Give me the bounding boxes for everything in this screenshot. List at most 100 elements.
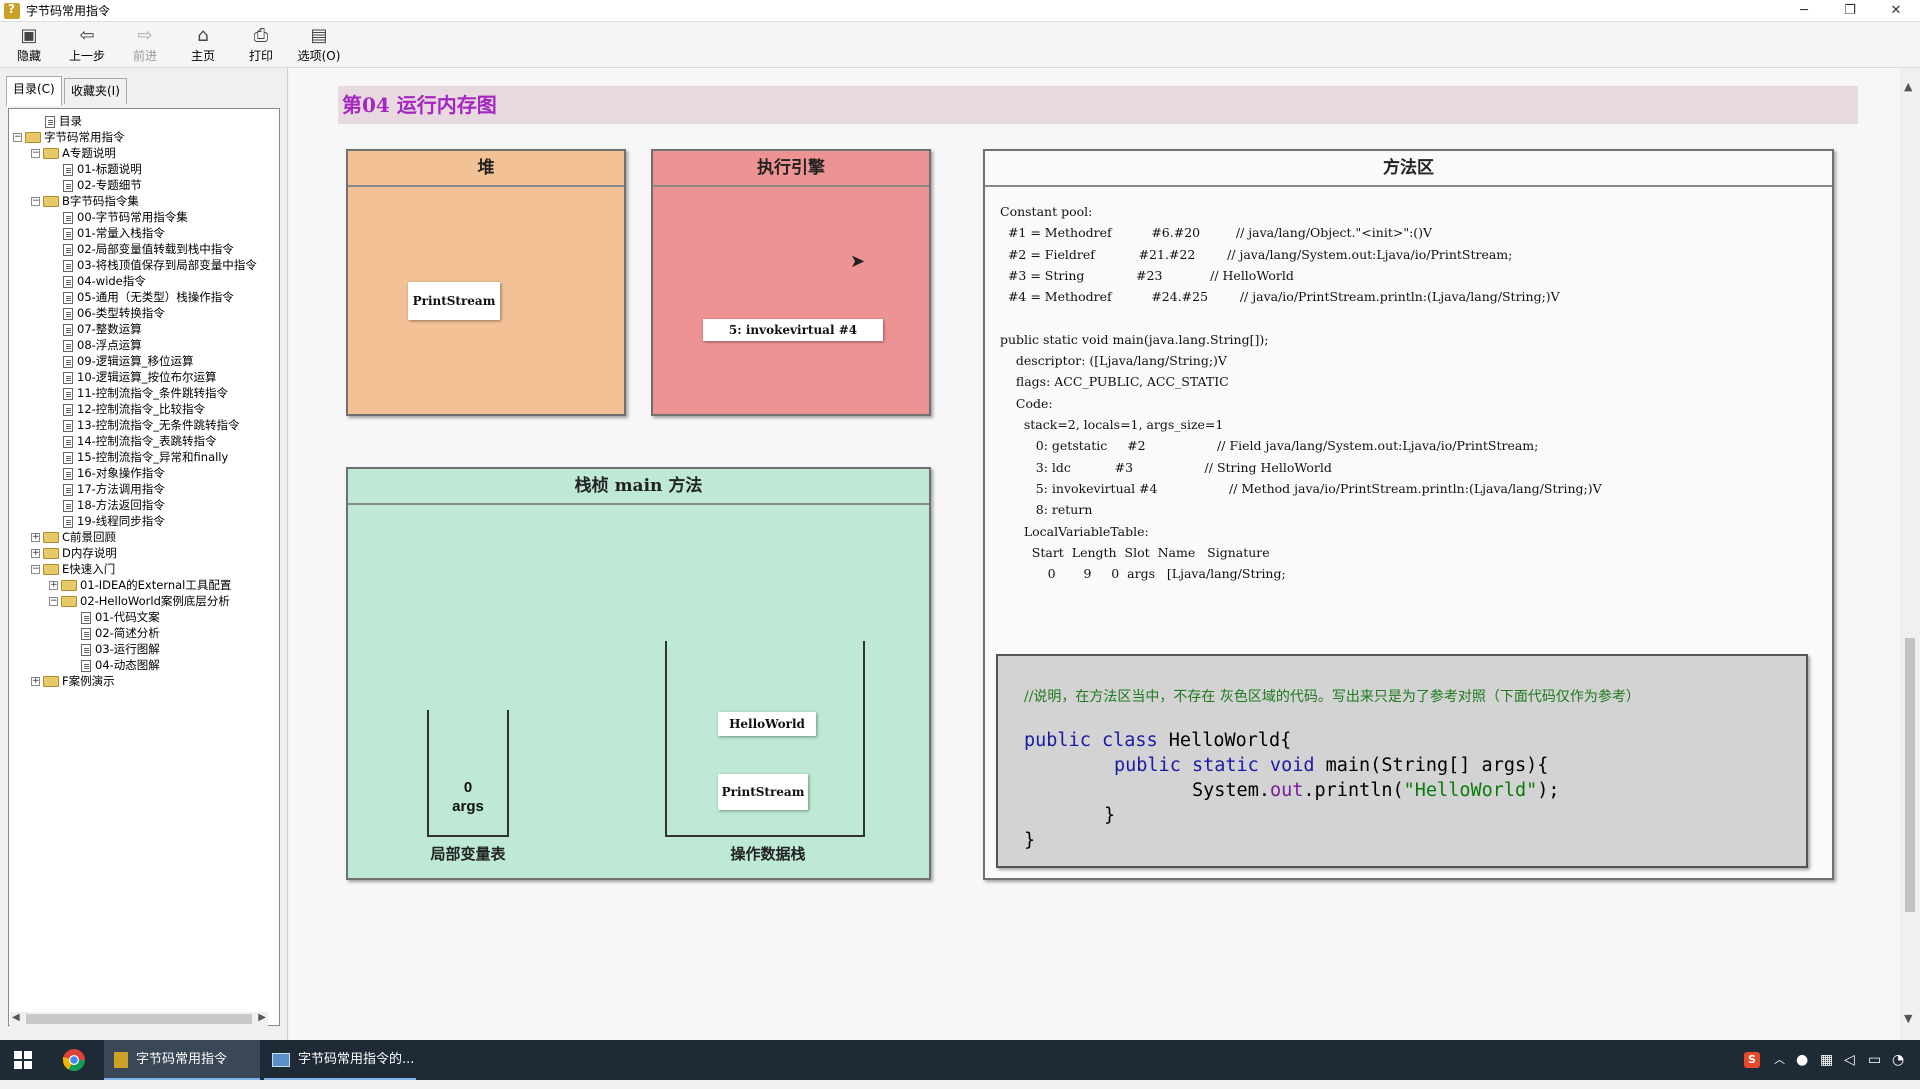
heap-printstream-object: PrintStream [408, 282, 500, 320]
tree-item[interactable]: 08-浮点运算 [49, 337, 142, 353]
volume-icon[interactable]: ◁ [1844, 1052, 1855, 1068]
microphone-icon[interactable]: ● [1796, 1052, 1809, 1068]
bytecode-line: stack=2, locals=1, args_size=1 [1000, 417, 1224, 432]
toolbar-button-1[interactable]: ⇦ 上一步 [58, 24, 116, 66]
document-icon [63, 371, 73, 384]
tree-item-label: 08-浮点运算 [77, 338, 142, 352]
sogou-ime-icon[interactable]: S [1744, 1040, 1760, 1080]
collapse-icon[interactable]: − [13, 132, 22, 142]
tree-item-label: 06-类型转换指令 [77, 306, 165, 320]
document-icon [63, 243, 73, 256]
tree-item[interactable]: 01-常量入栈指令 [49, 225, 165, 241]
tree-item[interactable]: −02-HelloWorld案例底层分析 [49, 593, 230, 609]
scroll-up-icon[interactable]: ▲ [1904, 80, 1913, 93]
scroll-down-icon[interactable]: ▼ [1904, 1012, 1913, 1025]
tree-item[interactable]: 11-控制流指令_条件跳转指令 [49, 385, 228, 401]
expand-icon[interactable]: + [31, 532, 40, 542]
expand-icon[interactable]: + [49, 580, 58, 590]
tree-item[interactable]: −A专题说明 [31, 145, 116, 161]
toolbar-button-5[interactable]: ▤选项(O) [290, 24, 348, 66]
tree-item[interactable]: 03-运行图解 [67, 641, 160, 657]
chrome-icon[interactable] [62, 1040, 88, 1080]
document-icon [63, 307, 73, 320]
close-button[interactable]: ✕ [1890, 3, 1902, 18]
tree-item[interactable]: 02-简述分析 [67, 625, 160, 641]
scroll-right-icon[interactable]: ▶ [258, 1012, 266, 1023]
forward-arrow-icon: ⇨ [137, 25, 153, 46]
tree-item[interactable]: 16-对象操作指令 [49, 465, 165, 481]
collapse-icon[interactable]: − [49, 596, 58, 606]
tree-item[interactable]: 18-方法返回指令 [49, 497, 165, 513]
tree-item[interactable]: 03-将栈顶值保存到局部变量中指令 [49, 257, 257, 273]
battery-icon[interactable]: ▭ [1868, 1052, 1882, 1068]
bytecode-line: public static void main(java.lang.String… [1000, 331, 1269, 347]
network-icon[interactable]: ▦ [1820, 1052, 1834, 1068]
tree-item-label: B字节码指令集 [62, 194, 139, 208]
tree-item[interactable]: 02-局部变量值转载到栈中指令 [49, 241, 234, 257]
bytecode-line: #2 = Fieldref #21.#22 // java/lang/Syste… [1000, 246, 1513, 262]
tree-item[interactable]: 17-方法调用指令 [49, 481, 165, 497]
tree-item[interactable]: −E快速入门 [31, 561, 115, 577]
taskbar-item-image[interactable]: 字节码常用指令的... [264, 1040, 416, 1080]
toolbar-button-3[interactable]: ⌂主页 [174, 24, 232, 66]
tree-item[interactable]: 09-逻辑运算_移位运算 [49, 353, 194, 369]
tree-item[interactable]: 19-线程同步指令 [49, 513, 165, 529]
toolbar-button-4[interactable]: ⎙打印 [232, 24, 290, 66]
tree-item[interactable]: +01-IDEA的External工具配置 [49, 577, 231, 593]
tree-item[interactable]: 13-控制流指令_无条件跳转指令 [49, 417, 240, 433]
scrollbar-thumb[interactable] [1905, 638, 1915, 912]
tree-item[interactable]: 00-字节码常用指令集 [49, 209, 188, 225]
tree-item[interactable]: 01-代码文案 [67, 609, 160, 625]
java-text: System. [1192, 780, 1270, 801]
tree-item[interactable]: 04-动态图解 [67, 657, 160, 673]
tree-item[interactable]: 02-专题细节 [49, 177, 142, 193]
bytecode-line: descriptor: ([Ljava/lang/String;)V [1000, 353, 1227, 369]
collapse-icon[interactable]: − [31, 196, 40, 206]
expand-icon[interactable]: + [31, 676, 40, 686]
tree-item[interactable]: 05-通用（无类型）栈操作指令 [49, 289, 234, 305]
tree-item[interactable]: 04-wide指令 [49, 273, 146, 289]
java-line-2: public static void main(String[] args){ [1114, 755, 1548, 776]
tab-favorites[interactable]: 收藏夹(I) [64, 78, 127, 104]
hide-icon: ▣ [20, 25, 38, 46]
tree-item[interactable]: 14-控制流指令_表跳转指令 [49, 433, 217, 449]
restore-button[interactable]: ❐ [1844, 3, 1856, 18]
tree-item[interactable]: +D内存说明 [31, 545, 117, 561]
tree-item[interactable]: +F案例演示 [31, 673, 115, 689]
tree-item[interactable]: −字节码常用指令 [13, 129, 125, 145]
toolbar-button-label: 上一步 [68, 49, 105, 63]
collapse-icon[interactable]: − [31, 564, 40, 574]
tree-item-label: 01-代码文案 [95, 610, 160, 624]
scroll-left-icon[interactable]: ◀ [12, 1012, 20, 1023]
tree-item[interactable]: +C前景回顾 [31, 529, 116, 545]
tree-item[interactable]: 10-逻辑运算_按位布尔运算 [49, 369, 217, 385]
tree-item[interactable]: 15-控制流指令_异常和finally [49, 449, 228, 465]
back-arrow-icon: ⇦ [79, 25, 95, 46]
toolbar-button-label: 隐藏 [16, 49, 41, 63]
tree-item[interactable]: − B字节码指令集 [31, 193, 139, 209]
operand-stack-label: 操作数据栈 [730, 845, 806, 863]
wifi-icon[interactable]: ◔ [1892, 1052, 1905, 1068]
tree-item-label: 16-对象操作指令 [77, 466, 165, 480]
content-vertical-scrollbar[interactable]: ▲ ▼ [1900, 68, 1920, 1040]
windows-start-icon[interactable] [14, 1040, 34, 1080]
tree-item[interactable]: 06-类型转换指令 [49, 305, 165, 321]
tree-item-label: 01-IDEA的External工具配置 [80, 578, 232, 592]
bytecode-line: Start Length Slot Name Signature [1000, 544, 1270, 560]
bytecode-line: 5: invokevirtual #4 // Method java/io/Pr… [1000, 480, 1602, 496]
minimize-button[interactable]: ─ [1800, 3, 1808, 18]
scrollbar-thumb[interactable] [26, 1014, 252, 1024]
tab-contents[interactable]: 目录(C) [6, 76, 62, 106]
collapse-icon[interactable]: − [31, 148, 40, 158]
taskbar-item-chm[interactable]: 字节码常用指令 [104, 1040, 260, 1080]
expand-icon[interactable]: + [31, 548, 40, 558]
tray-overflow-icon[interactable]: ︿ [1774, 1053, 1785, 1066]
toolbar-button-0[interactable]: ▣ 隐藏 [0, 24, 58, 66]
tree-item[interactable]: 12-控制流指令_比较指令 [49, 401, 205, 417]
tree-item-label: 07-整数运算 [77, 322, 142, 336]
tree-horizontal-scrollbar[interactable]: ◀ ▶ [10, 1012, 268, 1026]
toolbar-button-2[interactable]: ⇨前进 [116, 24, 174, 66]
tree-item[interactable]: 01-标题说明 [49, 161, 142, 177]
tree-item[interactable]: 目录 [31, 113, 82, 129]
tree-item[interactable]: 07-整数运算 [49, 321, 142, 337]
